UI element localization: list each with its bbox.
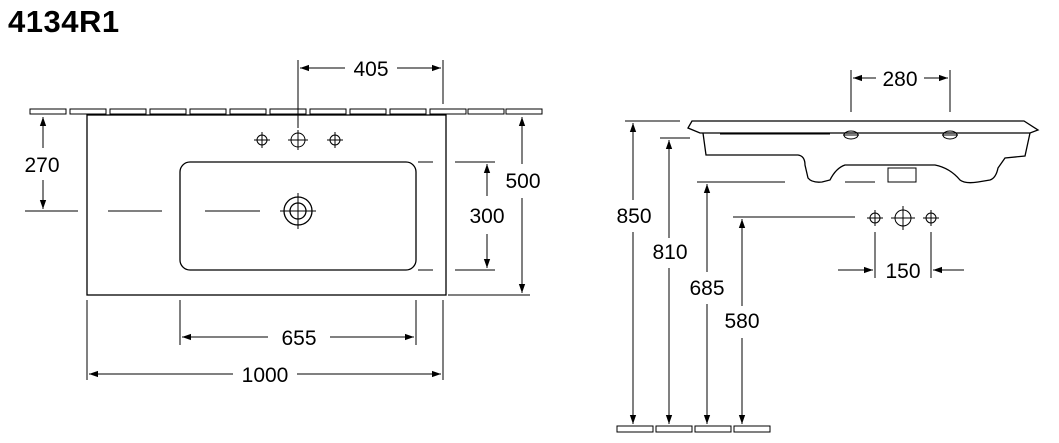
rear-tap-hole-icon [867, 210, 883, 226]
tap-hole-icon [327, 132, 343, 148]
top-view: 405 270 300 500 655 [24, 58, 543, 387]
wall-tiles-top [29, 108, 543, 115]
tap-hole-icon [254, 132, 270, 148]
dim-280-label: 280 [882, 68, 917, 91]
trap-outline [887, 167, 917, 183]
dim-580-label: 580 [724, 310, 759, 333]
basin-rim [687, 120, 1040, 134]
dim-810-label: 810 [652, 241, 687, 264]
rear-waste-icon [891, 206, 915, 230]
side-tap-hole-icon [843, 130, 859, 140]
basin-body [702, 132, 1031, 184]
waste-outlet-icon [280, 193, 316, 229]
dim-655-label: 655 [281, 327, 316, 350]
rear-tap-hole-icon [923, 210, 939, 226]
dim-150-label: 150 [885, 260, 920, 283]
dim-500-label: 500 [505, 170, 540, 193]
basin-outline [86, 114, 447, 296]
dim-685-label: 685 [689, 277, 724, 300]
dim-850-label: 850 [616, 205, 651, 228]
floor-tiles [616, 425, 771, 433]
dim-270-label: 270 [24, 154, 59, 177]
dim-300-label: 300 [469, 205, 504, 228]
dim-405-label: 405 [353, 58, 388, 81]
tap-hole-icon [288, 130, 308, 150]
side-view: 280 850 810 685 [616, 68, 1040, 433]
model-code-title: 4134R1 [8, 4, 120, 39]
bowl-outline [179, 161, 417, 271]
side-tap-hole-icon [942, 130, 958, 140]
dim-1000-label: 1000 [242, 364, 289, 387]
